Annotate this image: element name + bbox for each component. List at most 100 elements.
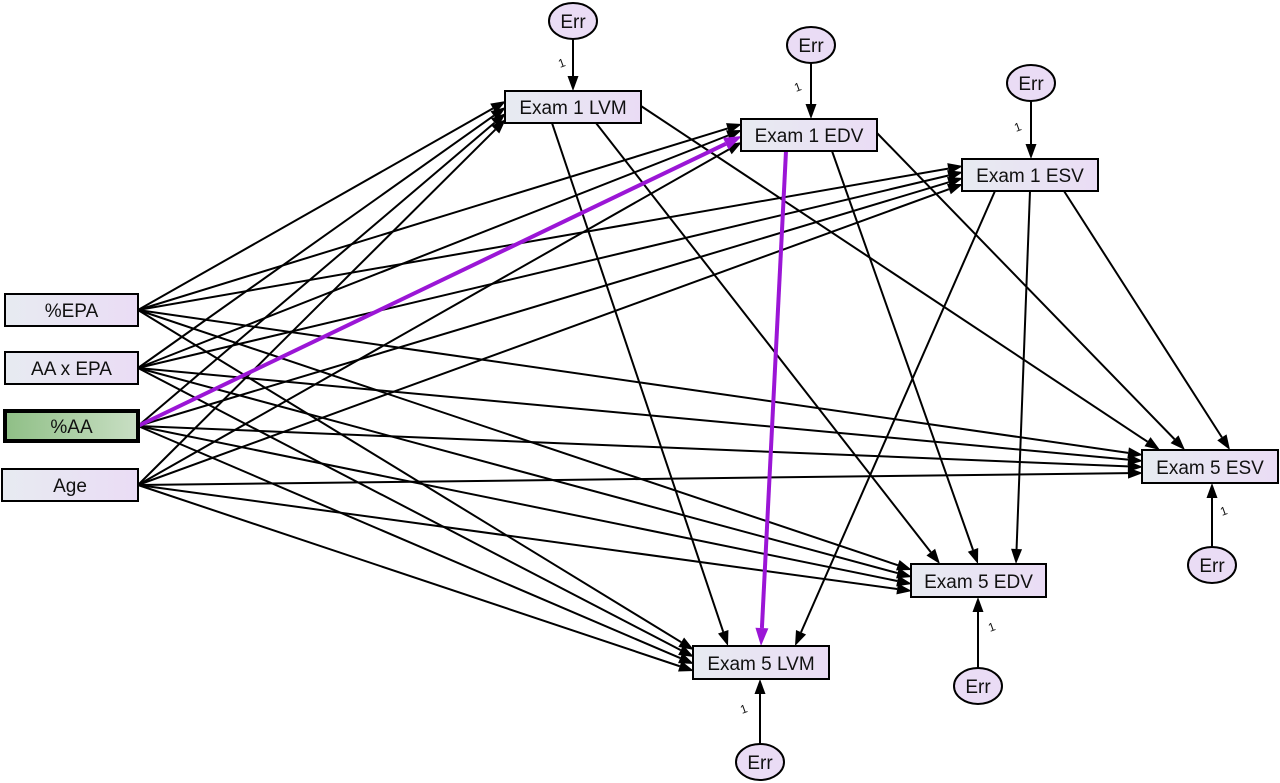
node-exam5-edv[interactable]: Exam 5 EDV xyxy=(910,563,1047,598)
node-exam5-esv-box xyxy=(1141,449,1279,484)
path-age-to-exam5-edv xyxy=(137,484,912,595)
path-age-to-exam1-esv-line xyxy=(137,188,950,486)
path-aa-x-epa-to-exam1-lvm-arrowhead xyxy=(490,107,506,121)
path-age-to-exam1-esv xyxy=(137,183,963,486)
path-aa-x-epa-to-exam1-edv xyxy=(137,130,742,369)
path-aa-to-exam5-edv-line xyxy=(137,425,898,582)
path-age-to-exam5-esv xyxy=(137,467,1143,486)
path-epa-to-exam5-lvm-line xyxy=(137,309,682,644)
node-exam1-edv[interactable]: Exam 1 EDV xyxy=(740,118,878,152)
path-age-to-exam1-esv-arrowhead xyxy=(947,183,963,195)
node-exam1-edv-box xyxy=(740,118,878,152)
error-term-exam1-esv-label: Err xyxy=(1018,74,1044,95)
path-aa-to-exam5-edv xyxy=(137,425,912,587)
node-exam1-lvm[interactable]: Exam 1 LVM xyxy=(504,90,642,124)
node-exam1-esv[interactable]: Exam 1 ESV xyxy=(961,158,1099,192)
path-exam1-edv-to-exam5-lvm-arrowhead xyxy=(755,627,769,646)
path-exam1-lvm-to-exam5-esv-arrowhead xyxy=(1144,437,1160,450)
path-epa-to-exam5-lvm-arrowhead xyxy=(678,637,694,650)
path-aa-x-epa-to-exam1-esv xyxy=(137,170,963,369)
node-epa-label: %EPA xyxy=(45,301,99,322)
path-aa-to-exam1-esv xyxy=(137,177,963,427)
path-aa-to-exam1-edv-line xyxy=(137,141,727,428)
path-epa-to-exam5-edv-line xyxy=(137,309,899,567)
path-age-to-exam1-edv-line xyxy=(137,148,730,486)
path-aa-to-exam1-lvm-arrowhead xyxy=(491,113,506,127)
path-exam1-lvm-to-exam5-lvm xyxy=(551,122,729,646)
path-aa-x-epa-to-exam1-esv-line xyxy=(137,174,949,369)
error-term-exam1-lvm-path-label: 1 xyxy=(556,55,567,71)
error-term-exam5-esv-path xyxy=(1206,483,1218,547)
path-epa-to-exam1-lvm-line xyxy=(137,107,494,311)
path-aa-to-exam1-esv-line xyxy=(137,181,949,427)
path-aa-to-exam5-lvm-arrowhead xyxy=(678,653,694,664)
path-aa-x-epa-to-exam5-edv xyxy=(137,367,912,579)
path-exam1-esv-to-exam5-lvm xyxy=(795,190,996,646)
node-age[interactable]: Age xyxy=(1,468,139,502)
path-age-to-exam5-lvm-line xyxy=(137,484,681,668)
path-aa-x-epa-to-exam5-edv-line xyxy=(137,367,898,575)
error-term-exam5-edv-path xyxy=(972,597,984,668)
error-term-exam5-esv-path-arrowhead xyxy=(1206,483,1218,498)
error-term-exam5-esv-path-label: 1 xyxy=(1218,503,1229,519)
error-term-exam1-lvm[interactable]: Err 1 xyxy=(548,2,598,91)
error-term-exam1-esv-path xyxy=(1025,101,1037,159)
path-age-to-exam5-esv-arrowhead xyxy=(1127,467,1143,479)
path-aa-to-exam1-edv xyxy=(137,136,742,428)
node-exam5-lvm-box xyxy=(692,645,830,680)
error-term-exam1-esv-ellipse xyxy=(1006,64,1056,102)
error-term-exam5-lvm[interactable]: Err 1 xyxy=(735,679,785,781)
highlighted-edges-layer xyxy=(137,136,788,646)
path-aa-to-exam5-edv-arrowhead xyxy=(896,575,912,587)
node-exam1-edv-label: Exam 1 EDV xyxy=(755,126,864,147)
path-exam1-lvm-to-exam5-edv xyxy=(595,122,940,564)
error-term-exam1-edv-path-arrowhead xyxy=(805,104,817,119)
path-exam1-edv-to-exam5-esv-arrowhead xyxy=(1170,435,1185,450)
path-aa-x-epa-to-exam5-esv-line xyxy=(137,367,1129,461)
path-age-to-exam5-lvm xyxy=(137,484,694,672)
error-term-exam5-lvm-label: Err xyxy=(747,753,773,774)
path-aa-x-epa-to-exam1-lvm-line xyxy=(137,114,495,369)
node-aa[interactable]: %AA xyxy=(3,409,140,443)
node-exam1-esv-box xyxy=(961,158,1099,192)
path-age-to-exam5-lvm-arrowhead xyxy=(678,661,694,672)
path-exam1-edv-to-exam5-edv xyxy=(831,150,979,564)
edges-layer xyxy=(137,101,1230,672)
path-exam1-edv-to-exam5-edv-arrowhead xyxy=(967,548,979,564)
error-term-exam1-esv-path-arrowhead xyxy=(1025,144,1037,159)
path-epa-to-exam1-esv-line xyxy=(137,167,949,311)
path-aa-x-epa-to-exam5-edv-arrowhead xyxy=(896,567,912,579)
node-exam5-esv[interactable]: Exam 5 ESV xyxy=(1141,449,1279,484)
path-exam1-esv-to-exam5-esv xyxy=(1063,190,1230,450)
node-age-label: Age xyxy=(53,476,87,497)
error-term-exam1-lvm-label: Err xyxy=(560,12,586,33)
path-exam1-esv-to-exam5-lvm-arrowhead xyxy=(795,630,807,646)
node-aa-x-epa-box xyxy=(4,351,139,385)
node-aa-x-epa[interactable]: AA x EPA xyxy=(4,351,139,385)
path-aa-to-exam5-esv-line xyxy=(137,425,1129,468)
path-exam1-esv-to-exam5-lvm-line xyxy=(800,190,996,633)
path-exam1-esv-to-exam5-edv-line xyxy=(1015,190,1031,550)
node-epa-box xyxy=(4,293,139,327)
path-exam1-lvm-to-exam5-edv-arrowhead xyxy=(926,548,940,564)
path-exam1-lvm-to-exam5-edv-line xyxy=(595,122,932,553)
path-age-to-exam5-edv-line xyxy=(137,484,898,590)
path-age-to-exam5-esv-line xyxy=(137,472,1129,486)
path-epa-to-exam1-lvm-arrowhead xyxy=(490,101,506,114)
node-aa-box xyxy=(3,409,140,443)
path-exam1-edv-to-exam5-lvm-line xyxy=(759,150,788,629)
error-term-exam1-lvm-ellipse xyxy=(548,2,598,40)
error-term-exam5-esv-ellipse xyxy=(1187,546,1237,584)
path-exam1-esv-to-exam5-esv-line xyxy=(1063,190,1223,438)
error-term-exam5-lvm-path-label: 1 xyxy=(738,701,749,717)
node-epa[interactable]: %EPA xyxy=(4,293,139,327)
path-exam1-edv-to-exam5-lvm xyxy=(755,150,788,646)
node-exam1-lvm-label: Exam 1 LVM xyxy=(519,98,626,119)
error-term-exam1-edv-label: Err xyxy=(798,36,824,57)
node-exam5-lvm[interactable]: Exam 5 LVM xyxy=(692,645,830,680)
